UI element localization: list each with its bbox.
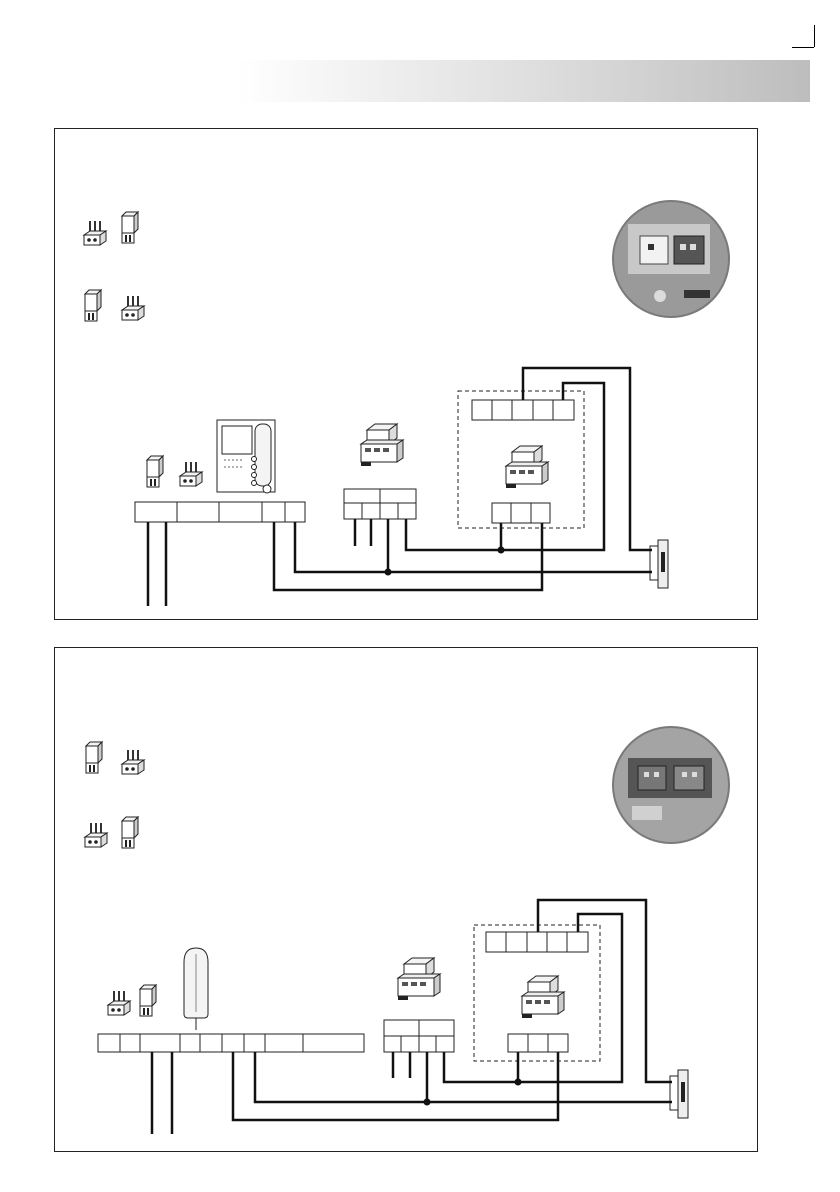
jumper-open-icon: [108, 991, 130, 1015]
door-lock-icon: [650, 540, 668, 588]
power-supply-icon: [398, 958, 440, 1000]
power-supply-terminals: [384, 1020, 454, 1052]
jumper-open-icon: [84, 221, 106, 245]
jumper-open-icon: [180, 462, 202, 486]
power-supply-icon: [361, 424, 403, 466]
door-panel-module-icon: [506, 446, 548, 488]
video-monitor-icon: [217, 420, 275, 493]
jumper-photo: [613, 201, 729, 317]
door-panel-module-icon: [522, 976, 564, 1018]
jumper-open-icon: [85, 823, 107, 847]
handset-terminal-strip: [98, 1034, 364, 1052]
jumper-closed-icon: [122, 817, 138, 848]
jumper-photo: [613, 727, 729, 843]
monitor-terminal-strip: [135, 502, 305, 522]
jumper-closed-icon: [140, 985, 156, 1016]
jumper-open-icon: [122, 296, 144, 320]
door-panel-terminals: [486, 932, 588, 952]
power-supply-terminals: [344, 489, 416, 519]
door-lock-icon: [670, 1070, 688, 1118]
jumper-open-icon: [122, 750, 144, 774]
door-panel-module-terminals: [508, 1034, 568, 1052]
jumper-closed-icon: [86, 742, 102, 773]
door-panel-module-terminals: [492, 503, 550, 523]
door-panel-terminals: [472, 400, 574, 420]
jumper-closed-icon: [85, 290, 101, 321]
jumper-closed-icon: [122, 212, 138, 243]
wiring-bottom: [152, 900, 672, 1134]
jumper-closed-icon: [147, 456, 163, 487]
handset-icon: [184, 948, 208, 1030]
